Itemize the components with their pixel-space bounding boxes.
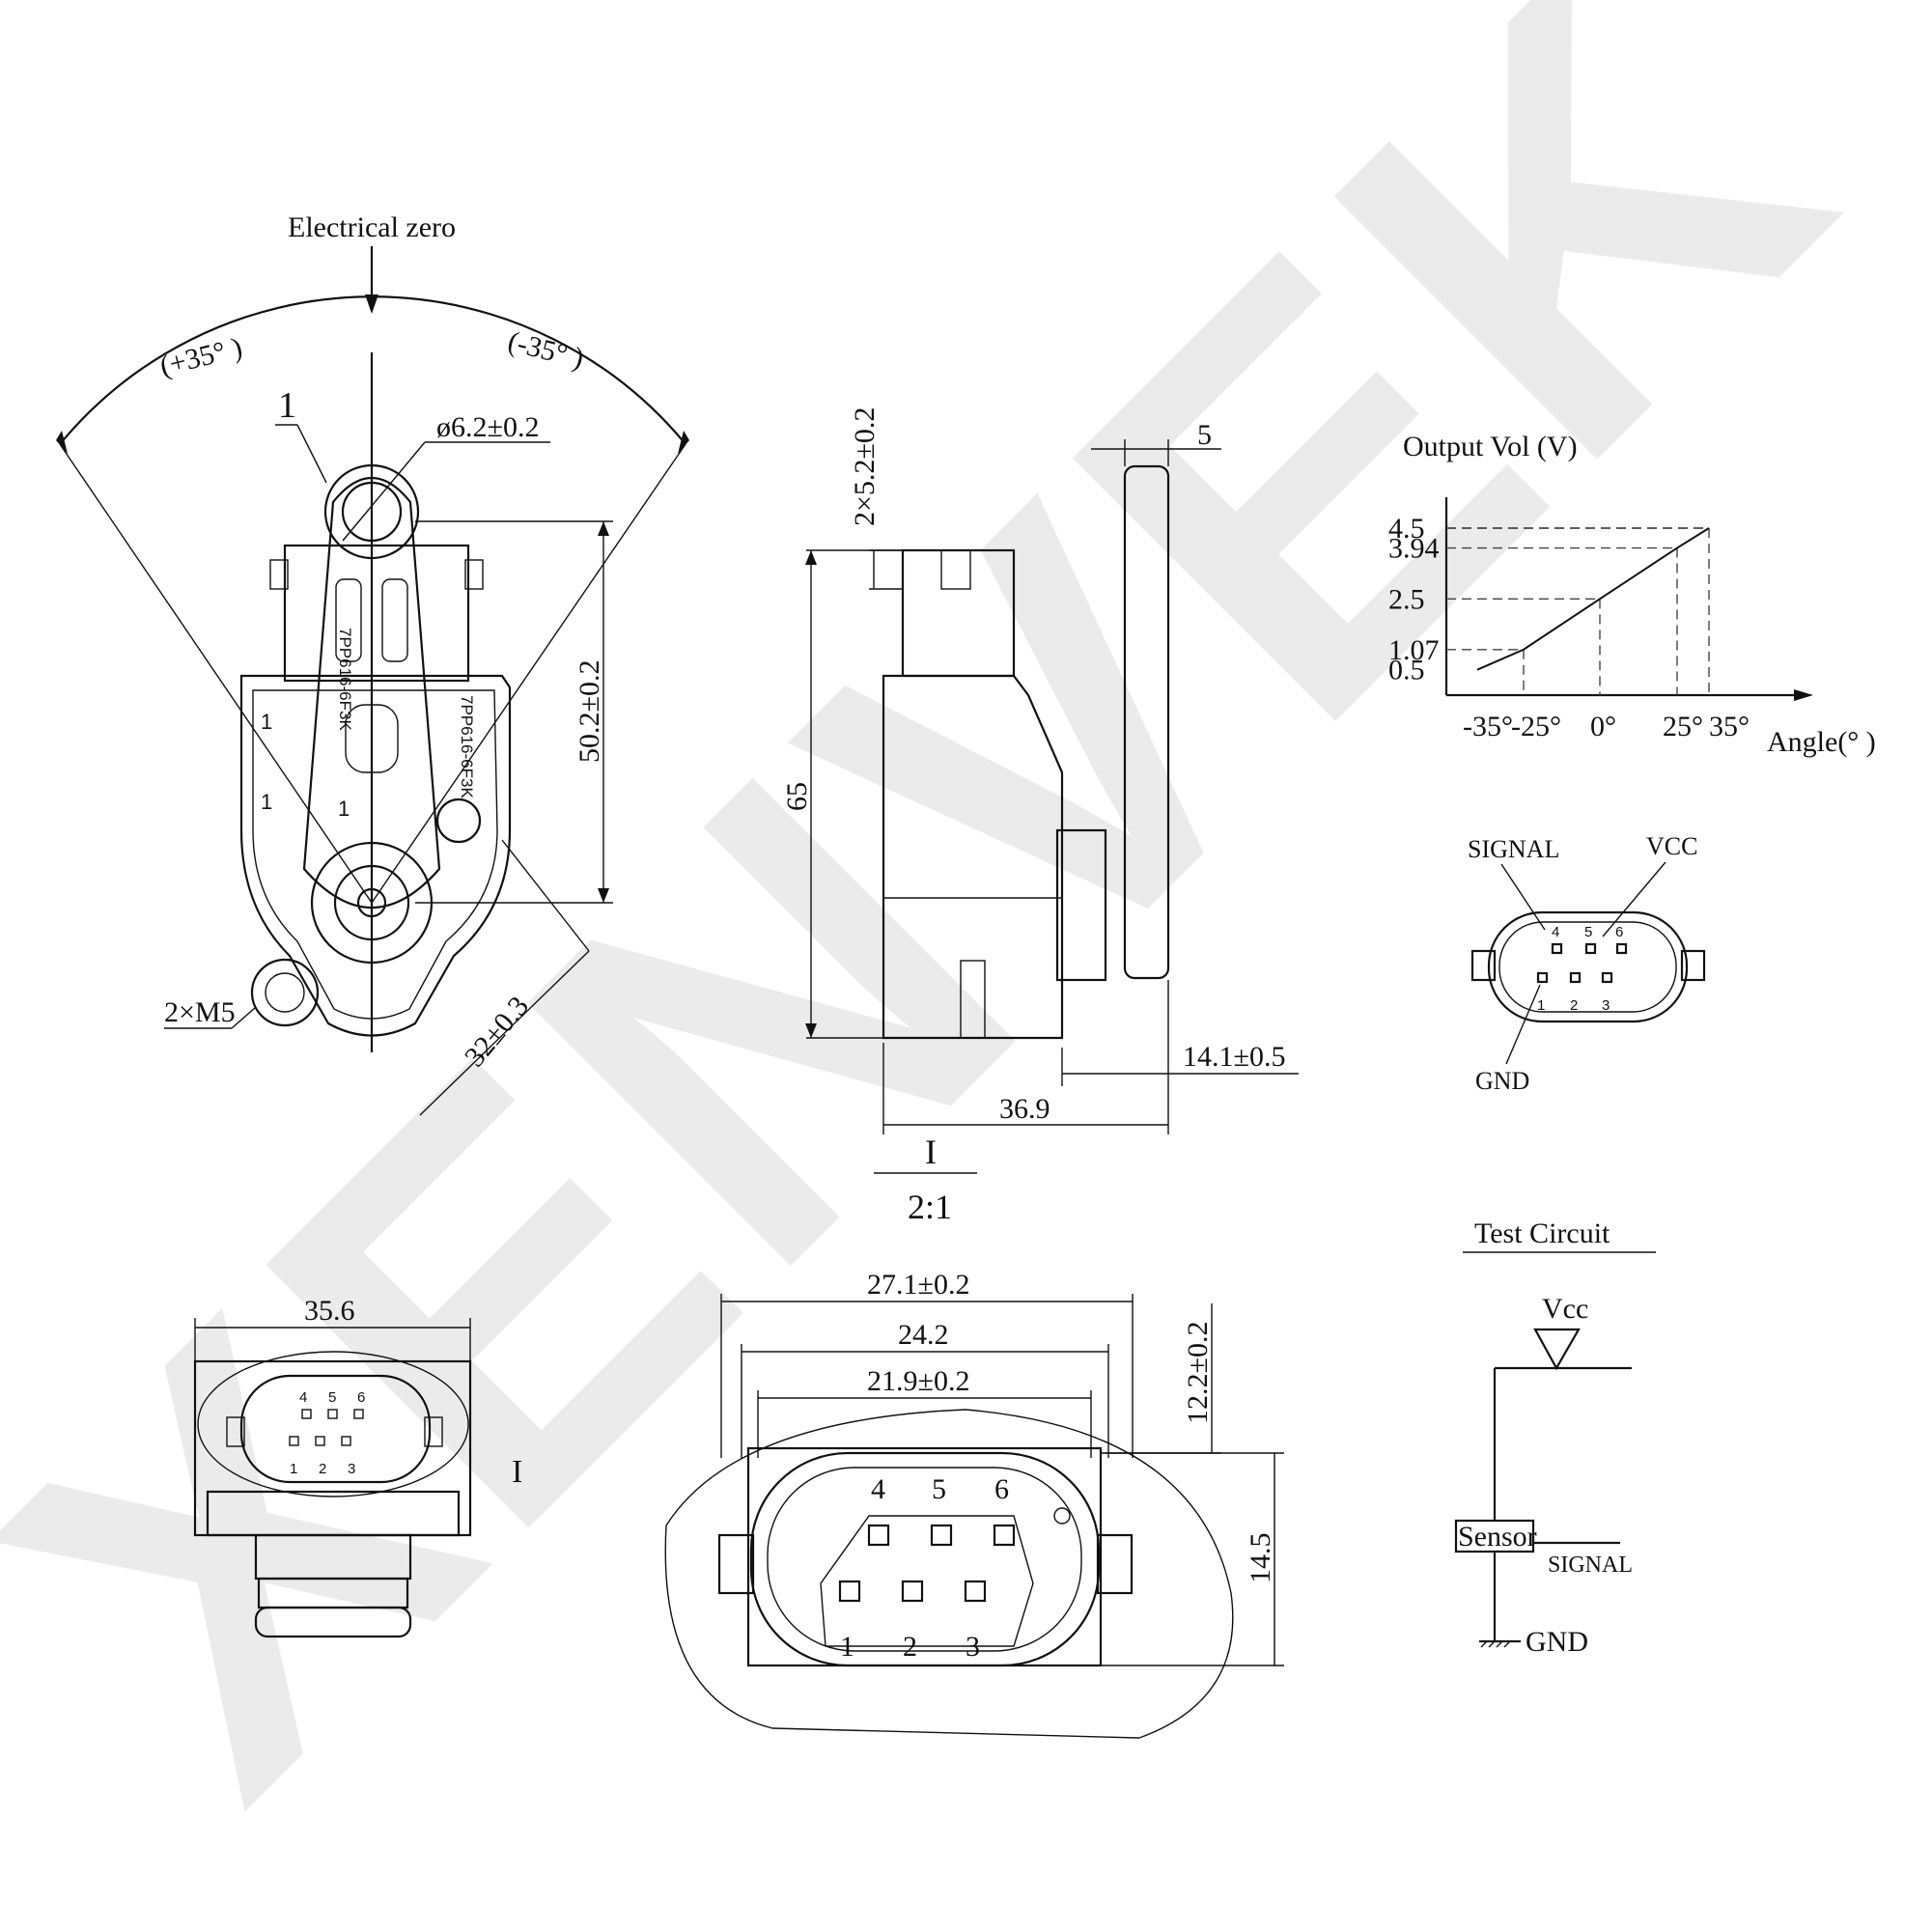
angle-plus-label: (+35° ): [156, 331, 245, 382]
dim-35-6-label: 35.6: [304, 1295, 355, 1327]
dim-24-2-label: 24.2: [898, 1319, 949, 1351]
sensor-label: Sensor: [1458, 1521, 1537, 1553]
electrical-zero-label: Electrical zero: [288, 211, 456, 243]
front-pin-6: 6: [357, 1389, 365, 1406]
test-circuit: Test Circuit Vcc Sensor SIGNAL GND: [1454, 1217, 1656, 1658]
housing-body: [239, 674, 512, 1037]
front-pin-1: 1: [290, 1461, 297, 1477]
bolt-label: 2×M5: [164, 996, 236, 1028]
arrow-down-icon: [365, 294, 378, 314]
pinout-gnd-label: GND: [1475, 1067, 1529, 1095]
front-pin-grid: [289, 1409, 364, 1446]
connector-housing: [283, 544, 470, 683]
vcc-label: Vcc: [1542, 1293, 1588, 1325]
front-pin-2: 2: [319, 1461, 326, 1477]
chart-y-tick-label: 0.5: [1388, 655, 1425, 686]
mark-1c: 1: [261, 790, 272, 814]
bolt-hole: [250, 958, 320, 1027]
dim-21-9-label: 21.9±0.2: [867, 1365, 969, 1397]
detail-pin-1: 1: [840, 1631, 854, 1663]
side-view: 2×5.2±0.2 5 65 14.1±0.5 36.9 I 2:1: [781, 407, 1299, 1226]
mark-1b: 1: [338, 797, 350, 821]
pinout-pin-1: 1: [1537, 997, 1545, 1014]
pinout-pin-5: 5: [1584, 924, 1592, 940]
pinout-vcc-label: VCC: [1646, 832, 1697, 860]
pinout-pin-3: 3: [1602, 997, 1610, 1014]
angle-arc: [59, 295, 686, 445]
front-pin-5: 5: [328, 1389, 336, 1406]
mark-1a: 1: [261, 710, 272, 734]
detail-pin-5: 5: [932, 1473, 946, 1505]
pinout-pin-grid: [1536, 942, 1628, 984]
dim-14-1-label: 14.1±0.5: [1183, 1041, 1285, 1073]
length-50-dimension: 50.2±0.2: [574, 660, 605, 763]
chart-series-line: [1476, 527, 1710, 671]
chart-y-title: Output Vol (V): [1403, 431, 1578, 462]
chart-y-tick-label: 2.5: [1388, 583, 1425, 615]
chart-y-tick-label: 3.94: [1388, 533, 1440, 565]
part-code-a: 7PP616-6F3K: [336, 628, 354, 731]
pinout-pin-6: 6: [1615, 924, 1623, 940]
chart-x-tick-label: -25°: [1511, 711, 1561, 742]
angle-minus-label: (-35° ): [505, 325, 587, 375]
signal-label: SIGNAL: [1548, 1553, 1633, 1578]
dim-12-2-label: 12.2±0.2: [1182, 1322, 1214, 1424]
diameter-dimension: ø6.2±0.2: [436, 411, 539, 443]
chart-x-tick-label: 35°: [1709, 711, 1750, 742]
dim-14-5-label: 14.5: [1245, 1533, 1276, 1584]
chart-x-title: Angle(° ): [1767, 726, 1876, 758]
pinout-pin-4: 4: [1552, 924, 1559, 940]
view-id-label: I: [925, 1133, 937, 1171]
gnd-label: GND: [1526, 1626, 1588, 1658]
dim-5-2-label: 2×5.2±0.2: [849, 407, 881, 526]
part-code-b: 7PP616-6F3K: [458, 695, 476, 798]
front-pin-3: 3: [348, 1461, 355, 1477]
side-lever: [1123, 464, 1170, 980]
lever-top-eye: [323, 463, 420, 560]
pinout-pin-2: 2: [1570, 997, 1578, 1014]
chart-x-tick-label: 25°: [1663, 711, 1703, 742]
dim-65-label: 65: [781, 782, 813, 811]
front-view: 35.6 4 5 6 1 2 3 I: [193, 1295, 522, 1638]
chart-y-tick-label: 1.07: [1388, 634, 1440, 666]
detail-pin-3: 3: [966, 1631, 980, 1663]
detail-view: 27.1±0.2 24.2 21.9±0.2 4 5 6 1 2 3: [664, 1269, 1284, 1739]
detail-pin-grid: [838, 1524, 1016, 1603]
chart-x-tick-label: -35°: [1463, 711, 1513, 742]
pinout-signal-label: SIGNAL: [1468, 835, 1559, 863]
pinout-connector-face: [1487, 910, 1689, 1023]
detail-pin-6: 6: [994, 1473, 1009, 1505]
chart-x-tick-label: 0°: [1590, 711, 1616, 742]
pinout-diagram: SIGNAL VCC GND 4 5 6 1 2 3: [1468, 832, 1706, 1095]
dim-5-label: 5: [1197, 419, 1212, 451]
detail-connector-face: [749, 1451, 1101, 1667]
dim-36-9-label: 36.9: [999, 1093, 1050, 1125]
item-number-label: 1: [278, 385, 296, 426]
scale-label: 2:1: [908, 1188, 952, 1226]
test-circuit-title: Test Circuit: [1474, 1217, 1610, 1249]
vcc-triangle-icon: [1533, 1328, 1581, 1371]
chart-y-tick-label: 4.5: [1388, 513, 1425, 545]
view-ref-label: I: [512, 1454, 522, 1490]
output-voltage-chart: Output Vol (V) Angle(° ) 4.53.942.51.070…: [1388, 431, 1876, 758]
detail-pin-4: 4: [871, 1473, 885, 1505]
front-connector-face: [239, 1374, 432, 1484]
front-pin-4: 4: [299, 1389, 307, 1406]
detail-pin-2: 2: [903, 1631, 917, 1663]
dim-27-1-label: 27.1±0.2: [867, 1269, 969, 1301]
